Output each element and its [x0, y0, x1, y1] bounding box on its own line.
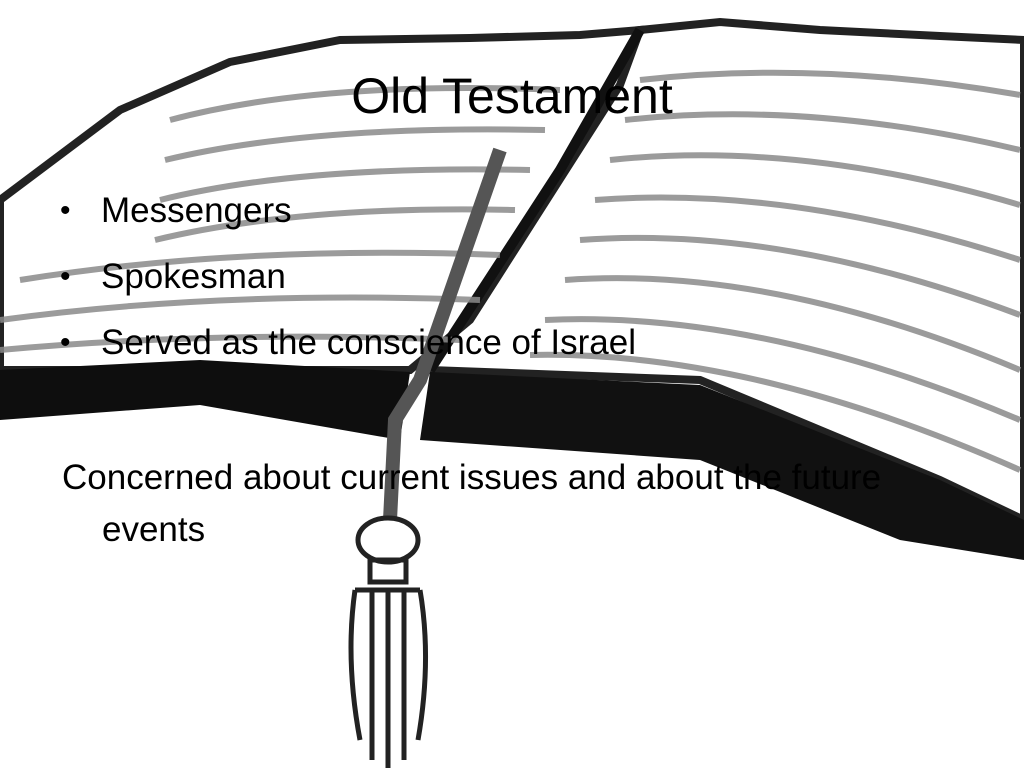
- bullet-item-spokesman: • Spokesman: [60, 256, 636, 322]
- left-page-lines: [0, 85, 561, 353]
- bullet-glyph: •: [60, 326, 71, 359]
- bullet-glyph: •: [60, 194, 71, 227]
- left-page-edge: [0, 360, 410, 440]
- right-page-edge: [420, 372, 1024, 560]
- slide-title: Old Testament: [351, 68, 673, 124]
- bullet-list: • Messengers • Spokesman • Served as the…: [60, 190, 636, 388]
- bullet-text: Served as the conscience of Israel: [101, 323, 637, 362]
- bullet-item-messengers: • Messengers: [60, 190, 636, 256]
- body-paragraph: Concerned about current issues and about…: [62, 458, 882, 549]
- bullet-text: Spokesman: [101, 257, 286, 296]
- right-page-lines: [529, 69, 1022, 473]
- book-spine: [425, 27, 645, 373]
- bullet-item-conscience: • Served as the conscience of Israel: [60, 322, 636, 388]
- bullet-glyph: •: [60, 260, 71, 293]
- bookmark-ribbon: [383, 147, 507, 521]
- bullet-text: Messengers: [101, 191, 292, 230]
- tassel: [348, 515, 429, 768]
